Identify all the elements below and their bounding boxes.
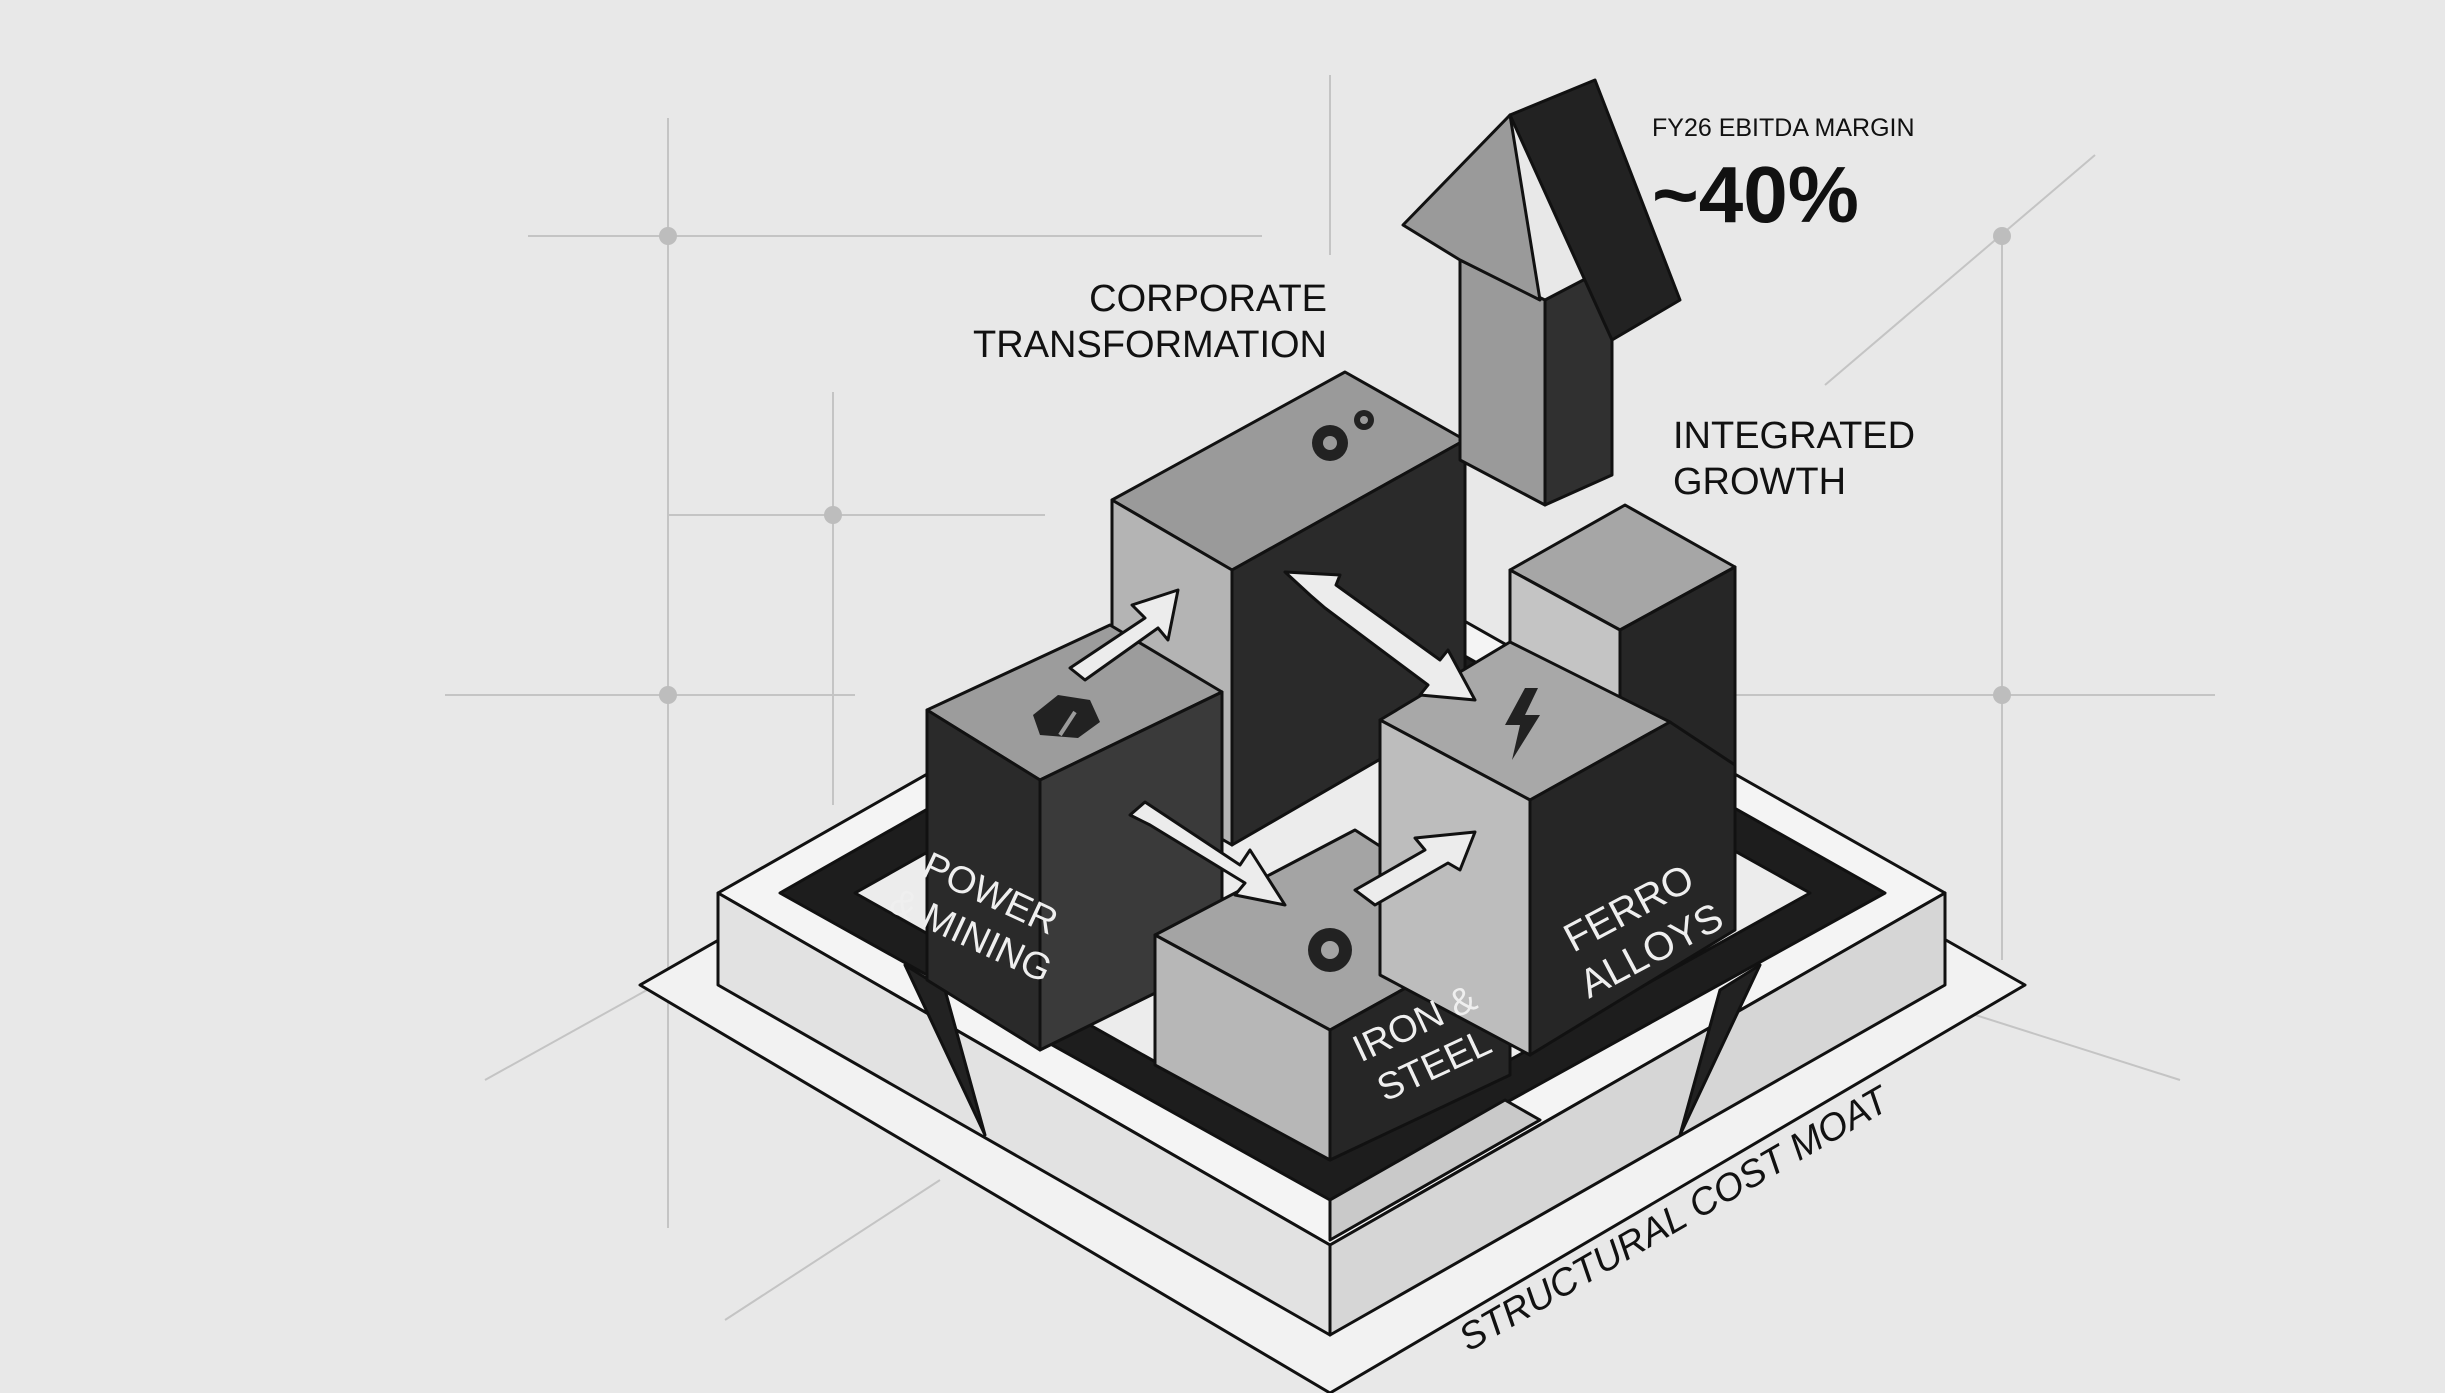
- growth-arrow-icon: [1401, 78, 1682, 507]
- arrow-power-to-iron: [1128, 800, 1287, 907]
- corporate-label-line1: CORPORATE: [1089, 278, 1327, 320]
- flow-arrows: [1068, 570, 1477, 907]
- growth-label-line1: INTEGRATED: [1673, 415, 1915, 457]
- grid-nodes: [659, 227, 2011, 704]
- gear-icon: [1308, 928, 1352, 972]
- arrow-corporate-ferro: [1283, 570, 1477, 702]
- metric-caption: FY26 EBITDA MARGIN: [1652, 114, 1915, 142]
- ferro-alloys-block: [1378, 640, 1737, 1057]
- arrow-iron-to-ferro: [1353, 830, 1477, 907]
- lightning-icon: [1505, 688, 1540, 760]
- gears-icon: [1312, 410, 1374, 461]
- rock-pick-icon: [1033, 695, 1100, 738]
- arrow-power-to-corporate: [1068, 588, 1180, 682]
- growth-label-line2: GROWTH: [1673, 461, 1846, 503]
- blueprint-grid: [445, 75, 2215, 1321]
- metric-value: ~40%: [1652, 150, 1859, 239]
- corporate-label-line2: TRANSFORMATION: [973, 324, 1327, 366]
